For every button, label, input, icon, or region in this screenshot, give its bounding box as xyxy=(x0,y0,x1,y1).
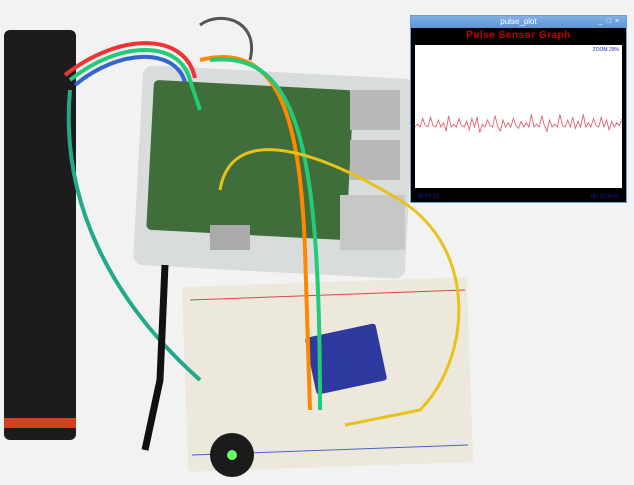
black-case xyxy=(4,30,76,440)
ibi-readout: IBI 633mS xyxy=(590,194,619,200)
window-titlebar[interactable]: pulse_plot _□× xyxy=(411,16,626,28)
minimize-icon[interactable]: _ xyxy=(598,18,607,25)
waveform-svg xyxy=(415,114,622,133)
close-icon[interactable]: × xyxy=(614,18,623,25)
maximize-icon[interactable]: □ xyxy=(606,18,615,25)
pulse-plot-window: pulse_plot _□× Pulse Sensor Graph ZOOM 2… xyxy=(410,15,627,203)
zoom-label: ZOOM 29% xyxy=(592,47,619,53)
sensor-module xyxy=(305,323,387,395)
pulse-plot-area: ZOOM 29% xyxy=(415,45,622,188)
graph-title: Pulse Sensor Graph xyxy=(466,30,571,41)
pulse-waveform xyxy=(415,114,622,133)
window-title: pulse_plot xyxy=(500,17,537,26)
bpm-readout: BPM 93 xyxy=(418,194,440,200)
